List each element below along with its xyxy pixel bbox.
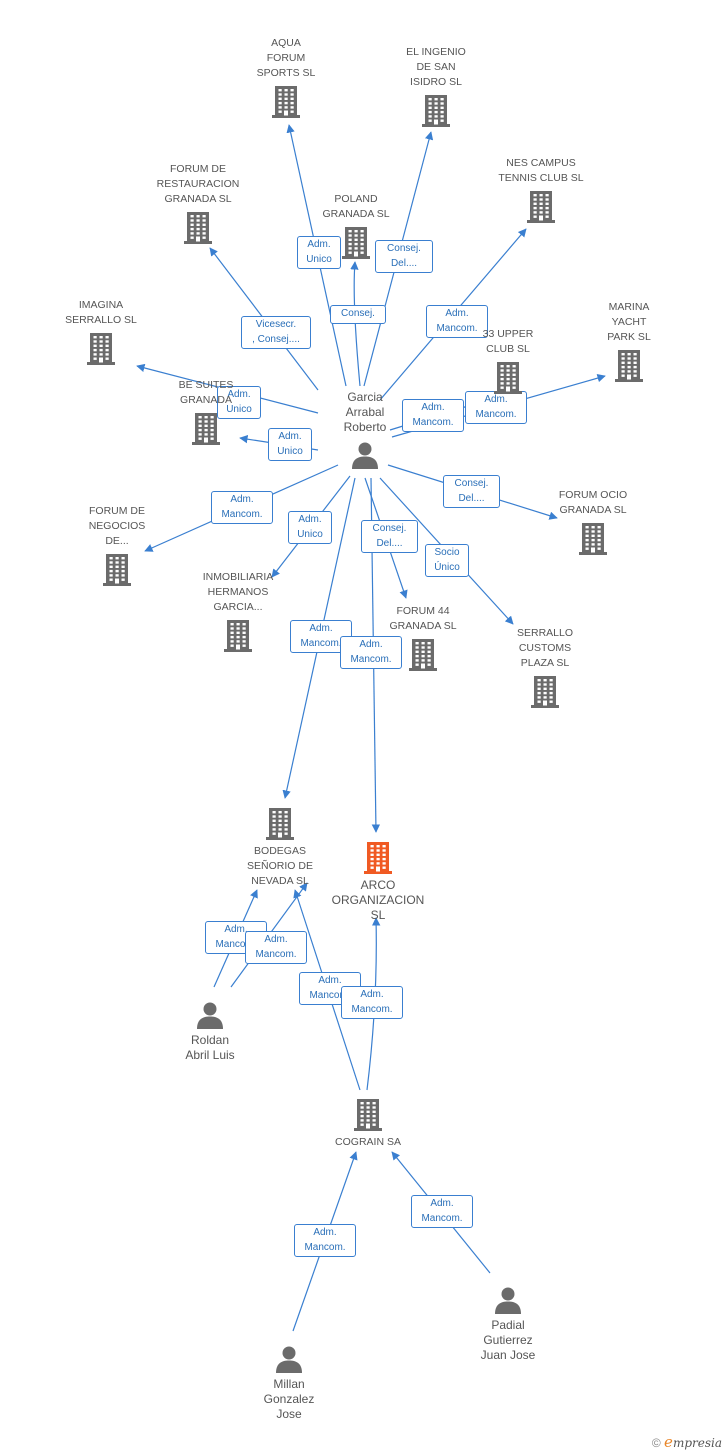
relation-label[interactable]: Adm. Mancom.: [340, 636, 402, 669]
company-name[interactable]: 33 UPPER CLUB SL: [482, 328, 534, 355]
company-name[interactable]: MARINA YACHT PARK SL: [607, 301, 651, 343]
building-icon[interactable]: [271, 84, 301, 123]
building-icon[interactable]: [363, 840, 393, 879]
relation-label[interactable]: Adm. Mancom.: [411, 1195, 473, 1228]
relation-label[interactable]: Adm. Unico: [268, 428, 312, 461]
building-icon[interactable]: [86, 331, 116, 370]
person-icon[interactable]: [493, 1285, 523, 1320]
copyright-symbol: ©: [651, 1436, 661, 1450]
person-icon[interactable]: [350, 440, 380, 475]
relation-label[interactable]: Consej.: [330, 305, 386, 324]
company-name[interactable]: FORUM 44 GRANADA SL: [389, 605, 457, 632]
person-name[interactable]: Roldan Abril Luis: [185, 1033, 235, 1062]
company-name[interactable]: COGRAIN SA: [335, 1136, 401, 1148]
building-icon[interactable]: [421, 93, 451, 132]
brand-credit: © empresia: [652, 1433, 722, 1451]
building-icon[interactable]: [102, 552, 132, 591]
company-name[interactable]: IMAGINA SERRALLO SL: [65, 299, 137, 326]
relation-label[interactable]: Consej. Del....: [443, 475, 500, 508]
company-name[interactable]: ARCO ORGANIZACION SL: [331, 878, 425, 922]
relation-label[interactable]: Adm. Mancom.: [465, 391, 527, 424]
relation-edge: [350, 261, 361, 387]
person-icon[interactable]: [274, 1344, 304, 1379]
company-name[interactable]: EL INGENIO DE SAN ISIDRO SL: [406, 46, 466, 88]
company-name[interactable]: SERRALLO CUSTOMS PLAZA SL: [516, 627, 574, 669]
relation-edge: [370, 477, 381, 833]
relation-label[interactable]: Adm. Unico: [217, 386, 261, 419]
company-name[interactable]: FORUM OCIO GRANADA SL: [558, 489, 628, 516]
relation-label[interactable]: Consej. Del....: [361, 520, 418, 553]
relation-label[interactable]: Adm. Mancom.: [341, 986, 403, 1019]
building-icon[interactable]: [614, 348, 644, 387]
company-name[interactable]: AQUA FORUM SPORTS SL: [256, 37, 316, 79]
building-icon[interactable]: [526, 189, 556, 228]
building-icon[interactable]: [341, 225, 371, 264]
building-icon[interactable]: [183, 210, 213, 249]
company-name[interactable]: NES CAMPUS TENNIS CLUB SL: [498, 157, 584, 184]
relation-label[interactable]: Vicesecr. , Consej....: [241, 316, 311, 349]
building-icon[interactable]: [223, 618, 253, 657]
relation-label[interactable]: Adm. Mancom.: [245, 931, 307, 964]
person-icon[interactable]: [195, 1000, 225, 1035]
company-name[interactable]: POLAND GRANADA SL: [322, 193, 390, 220]
building-icon[interactable]: [578, 521, 608, 560]
relation-label[interactable]: Adm. Unico: [297, 236, 341, 269]
brand-logo: empresia: [664, 1433, 722, 1451]
relation-label[interactable]: Adm. Mancom.: [426, 305, 488, 338]
company-name[interactable]: BODEGAS SEÑORIO DE NEVADA SL: [247, 845, 313, 887]
person-name[interactable]: Millan Gonzalez Jose: [263, 1377, 315, 1421]
building-icon[interactable]: [265, 806, 295, 845]
relation-label[interactable]: Consej. Del....: [375, 240, 433, 273]
building-icon[interactable]: [353, 1097, 383, 1136]
building-icon[interactable]: [408, 637, 438, 676]
relation-label[interactable]: Adm. Mancom.: [294, 1224, 356, 1257]
company-name[interactable]: FORUM DE NEGOCIOS DE...: [88, 505, 146, 547]
person-name[interactable]: Padial Gutierrez Juan Jose: [480, 1318, 536, 1362]
company-name[interactable]: FORUM DE RESTAURACION GRANADA SL: [156, 163, 240, 205]
relation-label[interactable]: Adm. Mancom.: [402, 399, 464, 432]
relation-label[interactable]: Adm. Unico: [288, 511, 332, 544]
building-icon[interactable]: [191, 411, 221, 450]
building-icon[interactable]: [530, 674, 560, 713]
company-name[interactable]: INMOBILIARIA HERMANOS GARCIA...: [202, 571, 274, 613]
building-icon[interactable]: [493, 360, 523, 399]
person-name[interactable]: Garcia Arrabal Roberto: [343, 390, 387, 434]
relation-label[interactable]: Socio Único: [425, 544, 469, 577]
company-name[interactable]: BE SUITES GRANADA: [178, 379, 234, 406]
relation-label[interactable]: Adm. Mancom.: [211, 491, 273, 524]
